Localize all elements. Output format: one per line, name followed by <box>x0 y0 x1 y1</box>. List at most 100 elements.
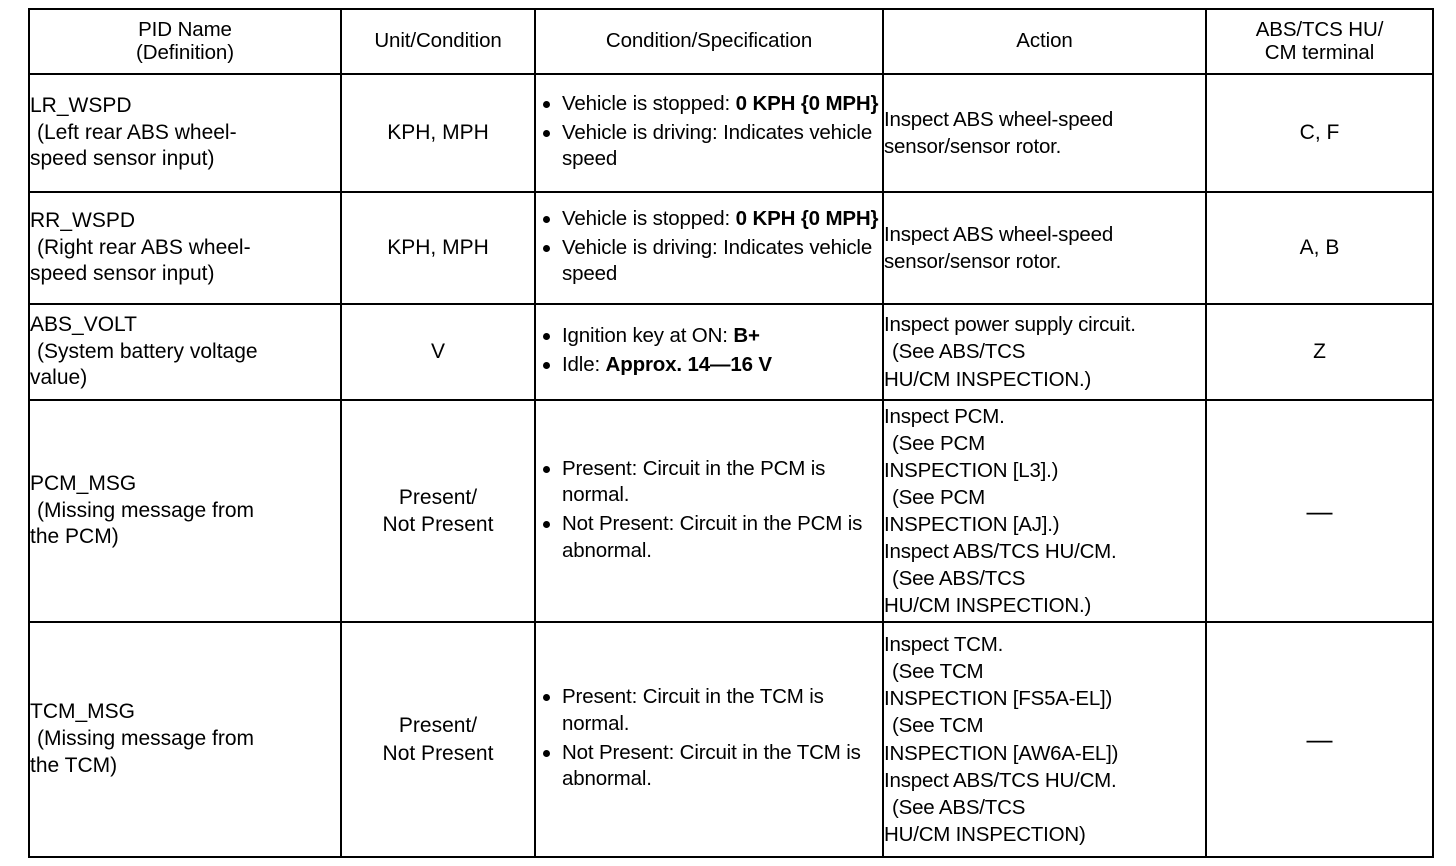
specification-value: 0 KPH {0 MPH} <box>735 92 879 116</box>
header-pid-name: PID Name (Definition) <box>28 8 342 75</box>
header-row: PID Name (Definition) Unit/Condition Con… <box>28 8 1434 75</box>
action-line: (See ABS/TCS <box>892 567 1026 591</box>
unit-line: KPH, MPH <box>387 236 489 260</box>
pid-identifier: TCM_MSG <box>30 700 135 724</box>
unit-line: Present/ <box>398 714 478 738</box>
pid-identifier: RR_WSPD <box>30 208 136 232</box>
action-line: sensor/sensor rotor. <box>884 135 1062 158</box>
action-line: INSPECTION [FS5A-EL]) <box>884 687 1113 711</box>
header-action: Action <box>882 8 1207 75</box>
cell-unit-condition: Present/Not Present <box>340 399 536 623</box>
action-line: Inspect TCM. <box>884 633 1004 657</box>
specification-item: Vehicle is stopped: 0 KPH {0 MPH} <box>543 206 882 233</box>
table-row: LR_WSPD(Left rear ABS wheel-speed sensor… <box>28 73 1434 193</box>
header-condition-specification: Condition/Specification <box>534 8 884 75</box>
action-line: HU/CM INSPECTION.) <box>884 367 1092 391</box>
pid-definition-line1: (Missing message from <box>37 727 255 751</box>
specification-text: Idle: <box>562 353 606 376</box>
action-line: INSPECTION [AJ].) <box>884 513 1060 536</box>
specification-item: Ignition key at ON: B+ <box>543 323 882 350</box>
action-line: HU/CM INSPECTION.) <box>884 594 1092 618</box>
action-line: (See PCM <box>892 431 985 455</box>
cell-action: Inspect power supply circuit. (See ABS/TC… <box>882 303 1207 401</box>
specification-text: Ignition key at ON: <box>562 324 734 348</box>
pid-definition-line2: the TCM) <box>30 753 118 777</box>
specification-text: Vehicle is stopped: <box>562 92 736 116</box>
action-line: Inspect power supply circuit. <box>884 313 1136 337</box>
cell-abs-tcs-terminal: C, F <box>1205 73 1434 193</box>
specification-item: Vehicle is driving: Indicates vehicle sp… <box>543 235 882 288</box>
specification-text: Present: Circuit in the PCM is normal. <box>562 456 826 507</box>
unit-line: Not Present <box>382 513 494 536</box>
specification-list: Present: Circuit in the TCM is normal.No… <box>536 684 882 793</box>
pid-definition-line1: (Right rear ABS wheel- <box>37 235 251 259</box>
specification-item: Idle: Approx. 14—16 V <box>543 352 882 379</box>
specification-value: B+ <box>733 324 760 348</box>
header-action-line1: Action <box>1016 29 1073 53</box>
specification-text: Vehicle is stopped: <box>562 207 736 231</box>
cell-abs-tcs-terminal: A, B <box>1205 191 1434 305</box>
action-line: (See ABS/TCS <box>892 795 1026 819</box>
action-line: sensor/sensor rotor. <box>884 250 1062 273</box>
action-line: (See TCM <box>892 714 984 738</box>
pid-definition-line1: (Left rear ABS wheel- <box>37 120 237 144</box>
unit-line: V <box>430 340 445 364</box>
specification-text: Not Present: Circuit in the TCM is abnor… <box>562 740 861 791</box>
specification-item: Vehicle is driving: Indicates vehicle sp… <box>543 120 882 173</box>
specification-item: Vehicle is stopped: 0 KPH {0 MPH} <box>543 91 882 118</box>
cell-unit-condition: V <box>340 303 536 401</box>
action-line: Inspect PCM. <box>884 404 1005 428</box>
cell-action: Inspect ABS wheel-speed sensor/sensor rot… <box>882 73 1207 193</box>
header-condition-specification-line1: Condition/Specification <box>605 29 813 53</box>
pid-definition-line2: the PCM) <box>30 525 119 549</box>
header-pid-name-line2: (Definition) <box>136 40 234 64</box>
specification-text: Present: Circuit in the TCM is normal. <box>562 685 824 735</box>
header-unit-condition-line1: Unit/Condition <box>374 29 502 53</box>
cell-unit-condition: KPH, MPH <box>340 191 536 305</box>
specification-value: Approx. 14—16 V <box>605 353 773 376</box>
table-body: LR_WSPD(Left rear ABS wheel-speed sensor… <box>28 73 1434 858</box>
pid-definition-line2: value) <box>30 366 88 390</box>
specification-list: Present: Circuit in the PCM is normal.No… <box>536 456 882 565</box>
specification-list: Ignition key at ON: B+Idle: Approx. 14—1… <box>536 323 882 378</box>
specification-list: Vehicle is stopped: 0 KPH {0 MPH}Vehicle… <box>536 91 882 173</box>
specification-text: Vehicle is driving: Indicates vehicle sp… <box>562 235 873 286</box>
table-row: RR_WSPD (Right rear ABS wheel-speed senso… <box>28 191 1434 305</box>
cell-condition-specification: Vehicle is stopped: 0 KPH {0 MPH}Vehicle… <box>534 73 884 193</box>
pid-definition-line2: speed sensor input) <box>30 262 215 286</box>
cell-condition-specification: Vehicle is stopped: 0 KPH {0 MPH}Vehicle… <box>534 191 884 305</box>
action-line: Inspect ABS/TCS HU/CM. <box>884 768 1117 792</box>
action-line: Inspect ABS wheel-speed <box>884 107 1114 131</box>
action-line: HU/CM INSPECTION) <box>884 822 1086 846</box>
specification-item: Present: Circuit in the TCM is normal. <box>543 684 882 737</box>
action-line: (See PCM <box>892 485 985 509</box>
header-abs-tcs-terminal-line1: ABS/TCS HU/ <box>1255 17 1384 41</box>
specification-item: Not Present: Circuit in the PCM is abnor… <box>543 511 882 564</box>
specification-item: Not Present: Circuit in the TCM is abnor… <box>543 740 882 793</box>
specification-item: Present: Circuit in the PCM is normal. <box>543 456 882 509</box>
cell-unit-condition: KPH, MPH <box>340 73 536 193</box>
action-line: Inspect ABS/TCS HU/CM. <box>884 540 1117 564</box>
header-pid-name-line1: PID Name <box>138 17 232 41</box>
action-line: (See ABS/TCS <box>892 340 1026 364</box>
specification-value: 0 KPH {0 MPH} <box>735 207 879 231</box>
pid-definition-line1: (Missing message from <box>37 498 255 522</box>
cell-condition-specification: Ignition key at ON: B+Idle: Approx. 14—1… <box>534 303 884 401</box>
unit-line: KPH, MPH <box>387 121 489 145</box>
specification-text: Not Present: Circuit in the PCM is abnor… <box>562 512 863 562</box>
cell-pid-name: RR_WSPD (Right rear ABS wheel-speed senso… <box>28 191 342 305</box>
cell-condition-specification: Present: Circuit in the TCM is normal.No… <box>534 621 884 858</box>
header-abs-tcs-terminal: ABS/TCS HU/ CM terminal <box>1205 8 1434 75</box>
unit-line: Present/ <box>398 485 478 509</box>
cell-unit-condition: Present/Not Present <box>340 621 536 858</box>
specification-list: Vehicle is stopped: 0 KPH {0 MPH}Vehicle… <box>536 206 882 288</box>
header-unit-condition: Unit/Condition <box>340 8 536 75</box>
